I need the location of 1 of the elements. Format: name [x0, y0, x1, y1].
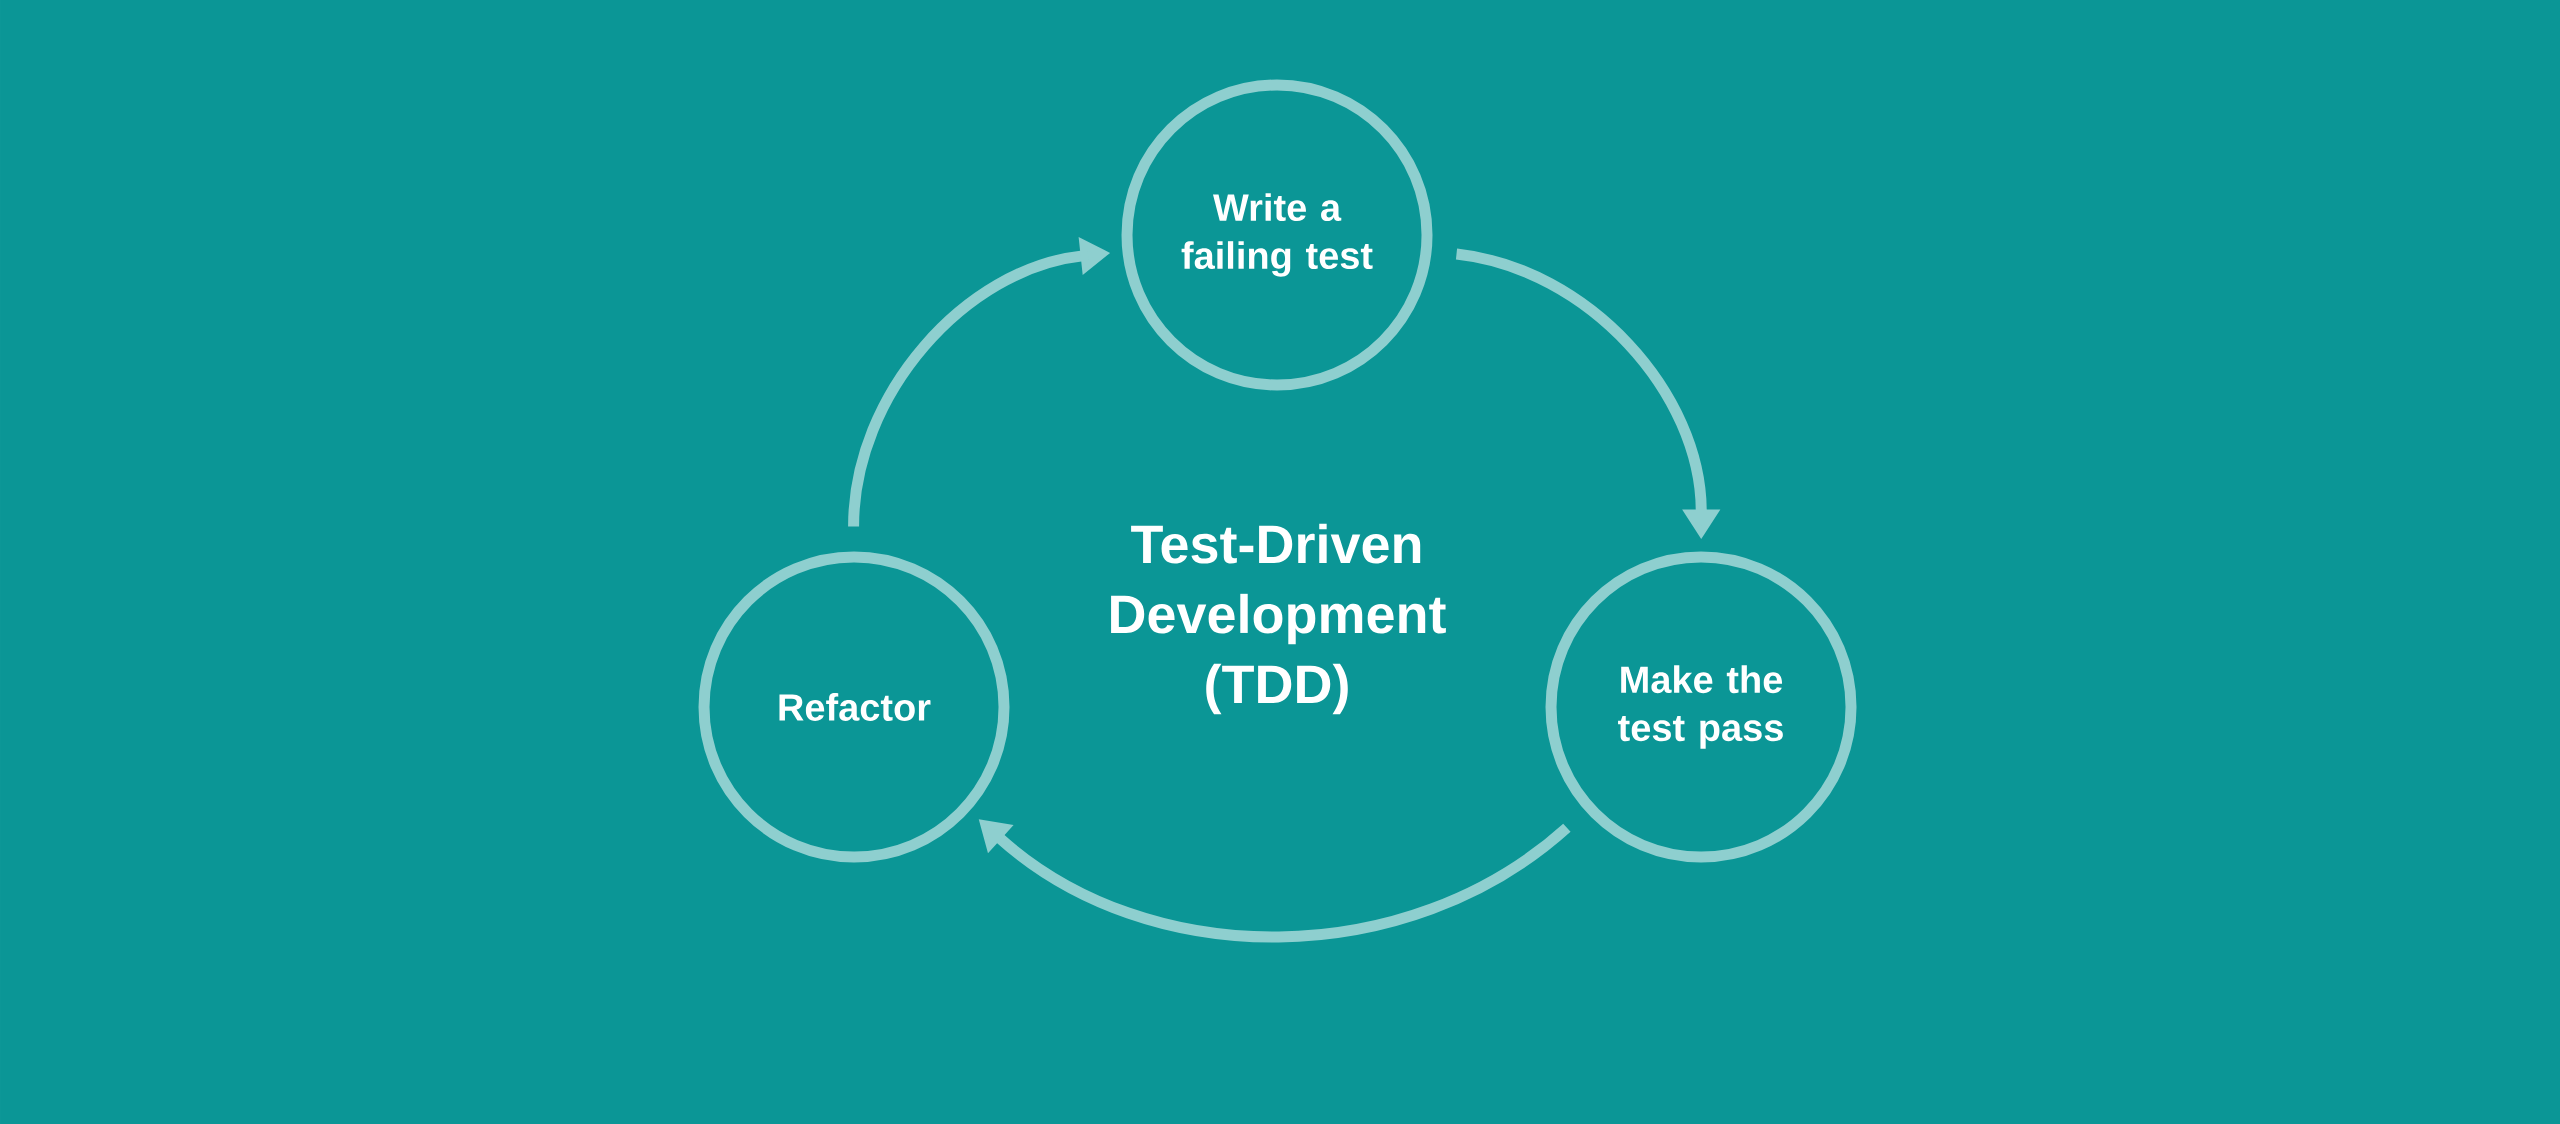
center-title: Test-Driven Development (TDD): [1111, 523, 1446, 715]
